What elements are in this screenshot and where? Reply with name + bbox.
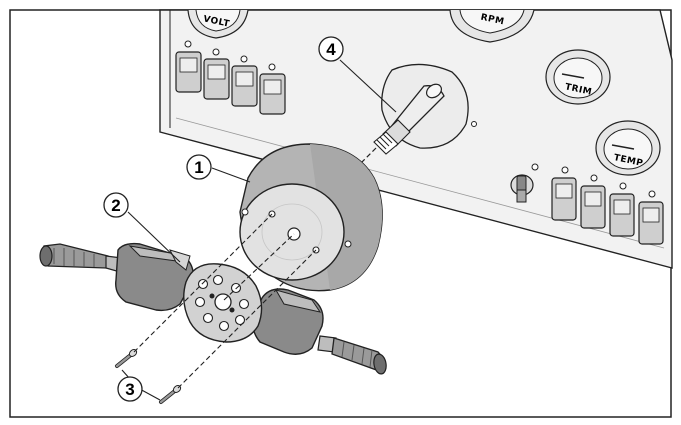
rocker-switch xyxy=(203,48,230,100)
rocker-switch xyxy=(609,182,635,237)
steering-shaft xyxy=(359,83,445,165)
volt-gauge: VOLT xyxy=(187,9,249,39)
screw xyxy=(159,385,182,404)
rpm-gauge: RPM xyxy=(449,9,535,43)
callout-3: 3 xyxy=(117,369,161,402)
rocker-switch xyxy=(551,166,577,221)
callout-3-label: 3 xyxy=(125,380,134,399)
rocker-switch xyxy=(580,174,606,229)
callout-4: 4 xyxy=(318,36,397,113)
right-grip xyxy=(317,335,387,375)
ignition-key-icon xyxy=(510,174,534,203)
callout-1: 1 xyxy=(186,154,251,183)
temp-gauge: TEMP xyxy=(595,120,661,176)
callout-2-label: 2 xyxy=(111,196,120,215)
trim-gauge: TRIM xyxy=(545,49,611,105)
rocker-switch xyxy=(231,55,258,107)
right-switch-bank xyxy=(551,166,664,245)
mounting-screws xyxy=(115,349,182,404)
left-switch-bank xyxy=(175,40,286,115)
callout-2: 2 xyxy=(103,192,181,263)
callout-1-label: 1 xyxy=(194,158,203,177)
steering-hub xyxy=(239,143,383,292)
alignment-lines xyxy=(133,213,317,389)
rocker-switch xyxy=(259,63,286,115)
rpm-label: RPM xyxy=(480,13,506,28)
rocker-switch xyxy=(175,40,202,93)
rocker-switch xyxy=(638,190,664,245)
callout-4-label: 4 xyxy=(326,40,336,59)
